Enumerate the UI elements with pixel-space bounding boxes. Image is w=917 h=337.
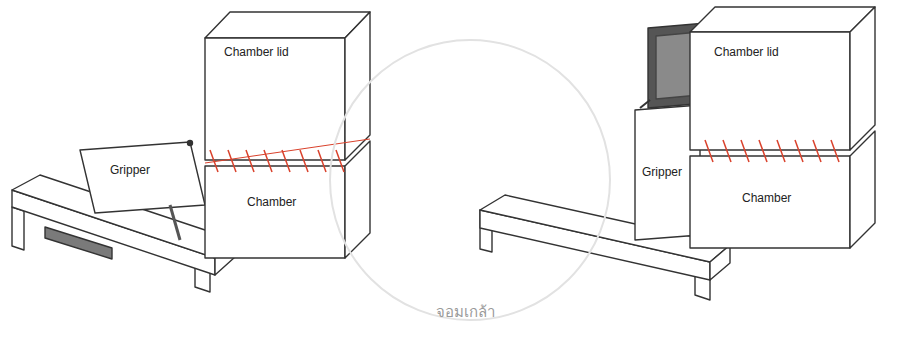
part-name: Chamber lid (224, 45, 289, 59)
part-name: Chamber (247, 195, 296, 209)
right-seal-marks (705, 140, 839, 162)
gripper-label-box: Gripper (640, 164, 684, 180)
part-name: Gripper (642, 165, 682, 179)
part-name: Gripper (110, 163, 150, 177)
part-name: Chamber (742, 191, 791, 205)
lid-label-box: Chamber lid (222, 44, 291, 60)
gripper-label-box: Gripper (108, 162, 152, 178)
left-seal-marks (205, 139, 370, 172)
watermark-ring (330, 40, 610, 320)
lid-label-box: Chamber lid (712, 44, 781, 60)
chamber-label-box: Chamber (245, 194, 298, 210)
watermark-text: จอมเกล้า (436, 300, 495, 324)
right-chamber (690, 7, 875, 248)
part-name: Chamber lid (714, 45, 779, 59)
left-chamber (205, 12, 370, 258)
chamber-label-box: Chamber (740, 190, 793, 206)
left-gripper (80, 141, 205, 241)
